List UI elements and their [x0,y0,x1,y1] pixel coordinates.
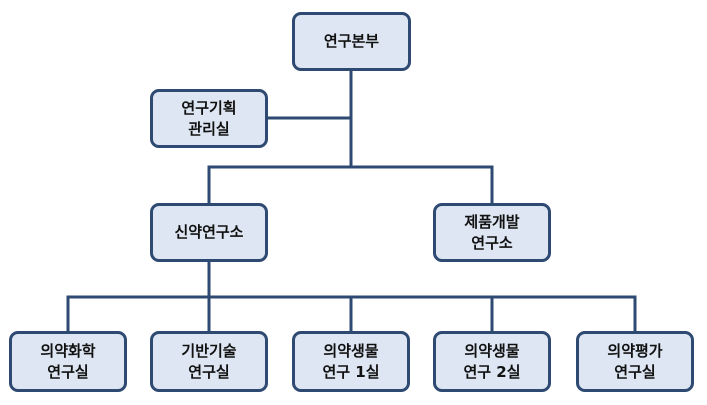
node-base-technology-lab: 기반기술 연구실 [150,331,268,392]
node-medical-biology-lab-1: 의약생물 연구 1실 [292,331,410,392]
node-medical-biology-lab-2: 의약생물 연구 2실 [433,331,551,392]
node-product-development-institute: 제품개발 연구소 [433,203,551,262]
node-research-planning-office: 연구기획 관리실 [150,89,268,148]
node-new-drug-institute: 신약연구소 [150,203,268,262]
node-medical-evaluation-lab: 의약평가 연구실 [576,331,694,392]
node-medicinal-chemistry-lab: 의약화학 연구실 [9,331,127,392]
node-research-headquarters: 연구본부 [292,12,411,71]
